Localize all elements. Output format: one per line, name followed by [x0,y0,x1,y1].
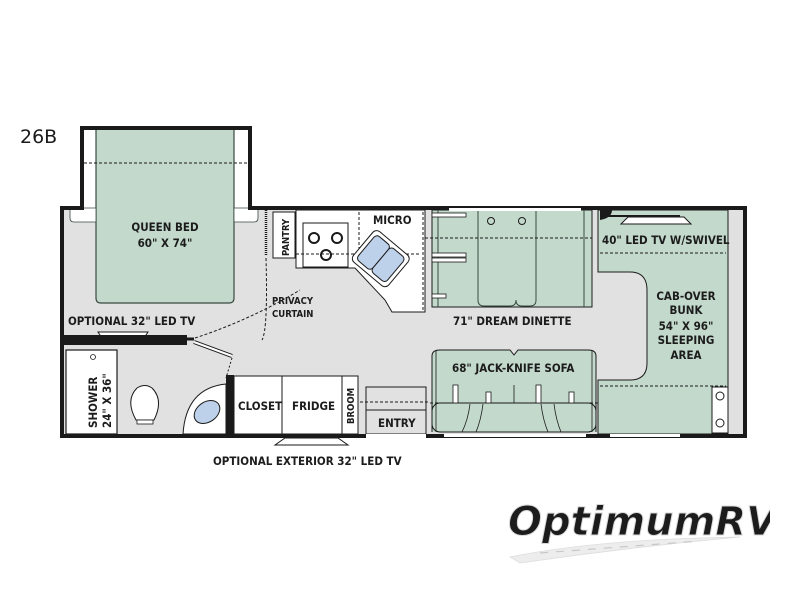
optional-tv-label: OPTIONAL 32" LED TV [68,314,195,328]
sofa-label: 68" JACK-KNIFE SOFA [452,361,574,375]
bunk-label-2: BUNK [670,303,704,317]
shower-label: SHOWER [86,377,100,428]
bunk-label-5: AREA [670,348,701,362]
queen-bed-label: QUEEN BED [131,220,199,234]
toilet-icon [130,385,159,421]
closet-label: CLOSET [238,399,282,413]
bunk-label-4: SLEEPING [658,333,715,347]
privacy-curtain-label: PRIVACY [272,296,314,307]
pantry [272,211,296,259]
fridge [281,375,343,435]
closet [233,375,283,435]
broom-closet [341,375,359,435]
queen-bed [95,127,235,304]
fridge-label: FRIDGE [292,399,335,413]
exterior-wall [62,126,745,210]
queen-bed-size-label: 60" X 74" [138,236,193,250]
dinette-label: 71" DREAM DINETTE [453,314,572,328]
tv-swivel-label: 40" LED TV W/SWIVEL [602,233,730,247]
optimumrv-watermark: OptimumRV [508,499,770,564]
entry-label: ENTRY [378,416,416,430]
privacy-curtain-label-2: CURTAIN [272,309,313,320]
pantry-label: PANTRY [281,218,292,256]
burner-icon [308,232,320,244]
burner-icon [320,249,332,261]
burner-icon [331,232,343,244]
shower [65,349,118,435]
kitchen-sink [351,230,410,288]
bunk-label: CAB-OVER [656,289,715,303]
micro-label: MICRO [373,213,412,227]
exterior-tv-icon [273,437,350,446]
shower-size-label: 24" X 36" [100,373,114,428]
bunk-size-label: 54" X 96" [659,319,714,333]
sink-basin [193,400,221,424]
model-label: 26B [20,126,58,148]
cab-over-bunk [597,209,729,435]
exterior-tv-label: OPTIONAL EXTERIOR 32" LED TV [213,454,402,468]
broom-label: BROOM [346,388,357,424]
tv-swivel-icon [619,216,693,225]
